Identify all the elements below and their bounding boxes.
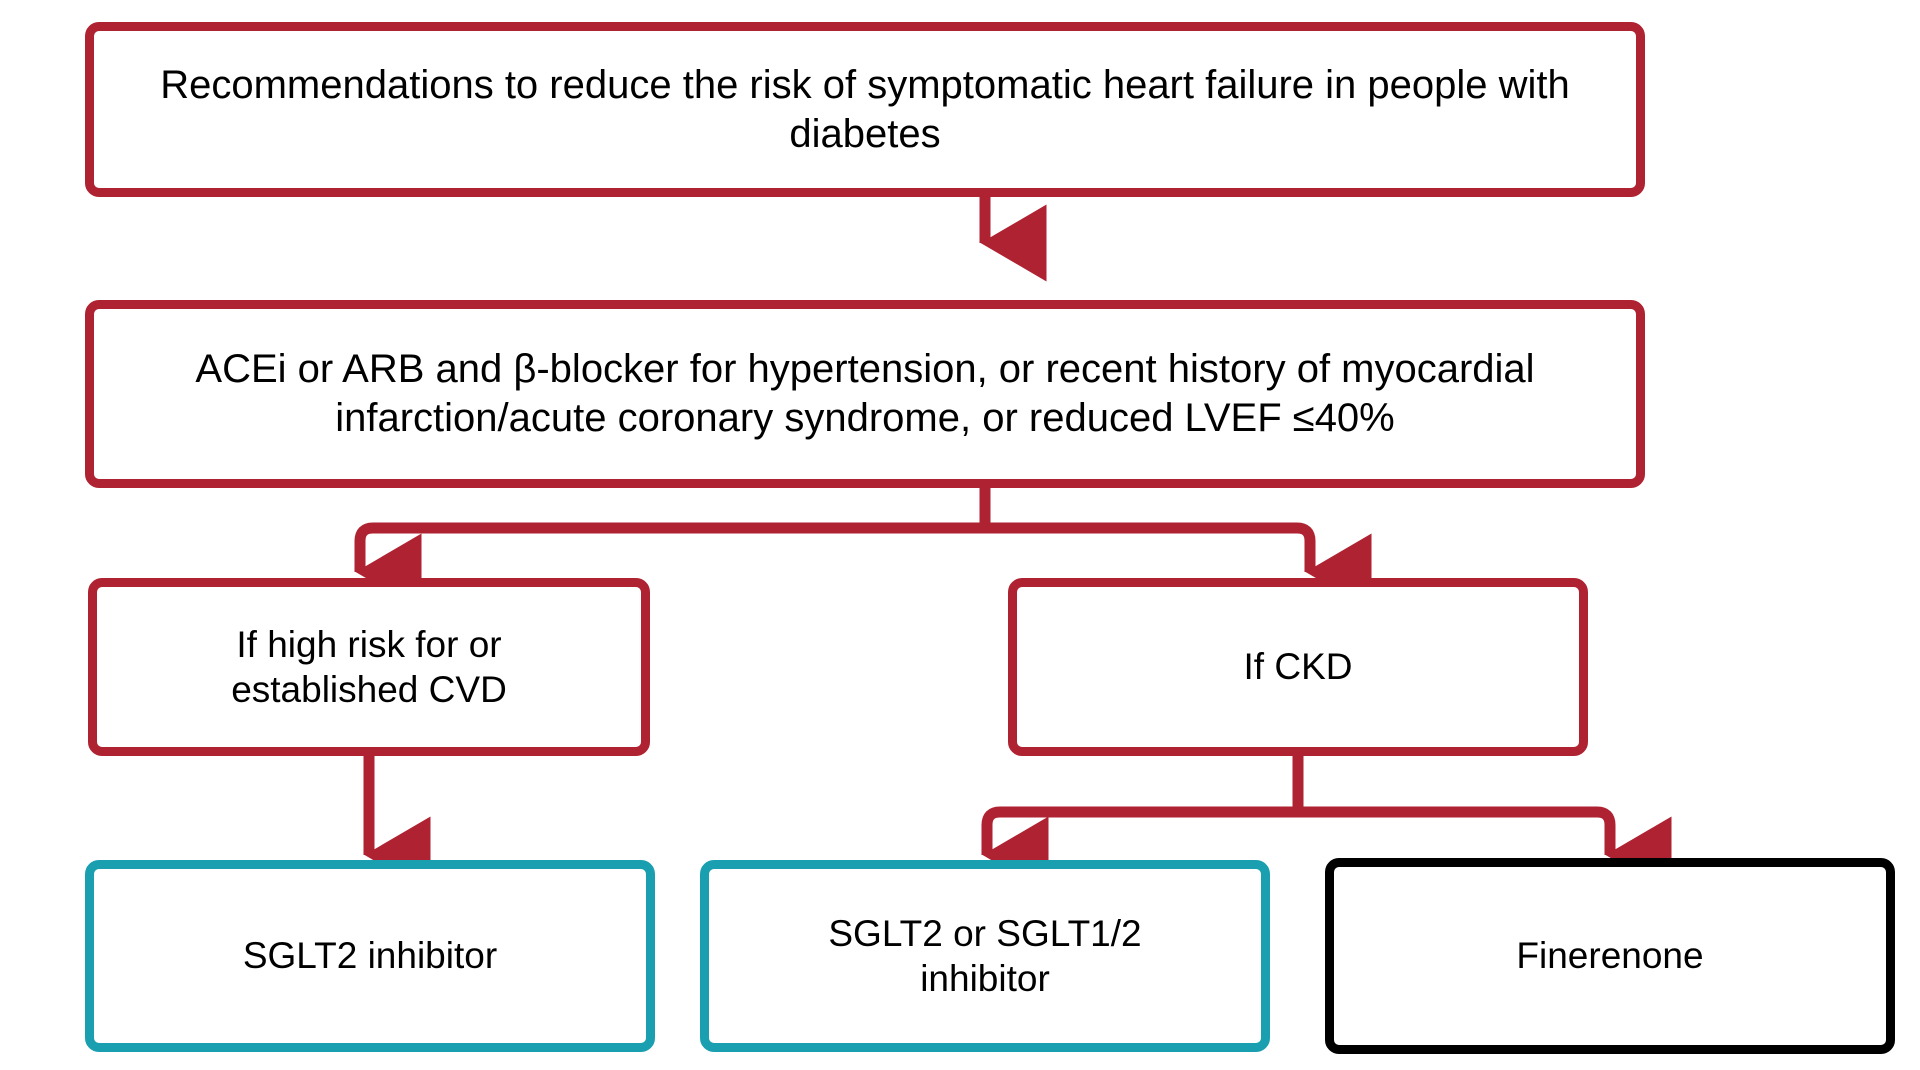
node-label: If high risk for or established CVD bbox=[231, 623, 507, 710]
edge-ckd-to-finerenone bbox=[1298, 806, 1672, 894]
node-label: ACEi or ARB and β-blocker for hypertensi… bbox=[195, 347, 1535, 440]
node-if-high-risk-cvd[interactable]: If high risk for or established CVD bbox=[88, 578, 650, 756]
edge-therapy-to-ckd bbox=[985, 522, 1372, 611]
node-label: Recommendations to reduce the risk of sy… bbox=[160, 62, 1570, 156]
node-if-ckd[interactable]: If CKD bbox=[1008, 578, 1588, 756]
node-label: SGLT2 or SGLT1/2 inhibitor bbox=[828, 912, 1142, 999]
edge-therapy-to-cvd bbox=[354, 488, 991, 611]
node-sglt2-or-sglt1-2-inhibitor[interactable]: SGLT2 or SGLT1/2 inhibitor bbox=[700, 860, 1270, 1052]
node-sglt2-inhibitor[interactable]: SGLT2 inhibitor bbox=[85, 860, 655, 1052]
node-finerenone[interactable]: Finerenone bbox=[1325, 858, 1895, 1054]
node-acei-arb-beta-blocker[interactable]: ACEi or ARB and β-blocker for hypertensi… bbox=[85, 300, 1645, 488]
node-label: SGLT2 inhibitor bbox=[242, 935, 498, 977]
node-recommendations-title[interactable]: Recommendations to reduce the risk of sy… bbox=[85, 22, 1645, 197]
node-label: Finerenone bbox=[1516, 935, 1704, 977]
node-label: If CKD bbox=[1243, 646, 1353, 688]
edge-ckd-to-sglt12 bbox=[981, 756, 1304, 894]
